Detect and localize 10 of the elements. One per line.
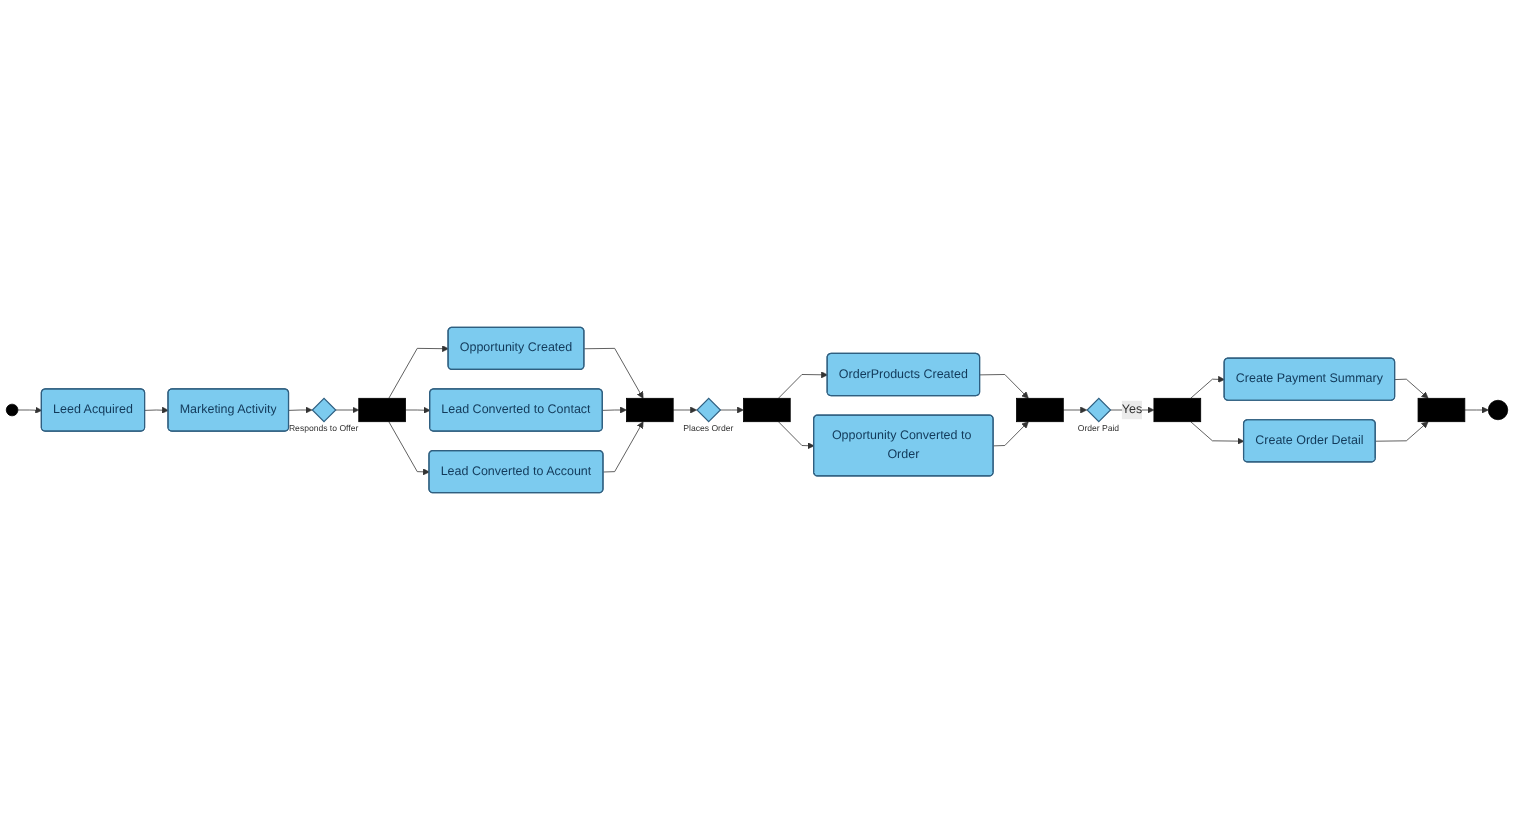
node-bar bbox=[358, 397, 406, 423]
node-bar bbox=[1153, 397, 1202, 423]
node-bar bbox=[743, 397, 791, 423]
node-bar bbox=[1016, 397, 1064, 423]
node-diamond bbox=[1086, 397, 1112, 423]
node-bar bbox=[626, 397, 674, 423]
node-bar bbox=[1417, 397, 1466, 423]
node-diamond bbox=[696, 397, 722, 423]
node-diamond bbox=[311, 397, 337, 423]
node-circle bbox=[5, 403, 19, 417]
